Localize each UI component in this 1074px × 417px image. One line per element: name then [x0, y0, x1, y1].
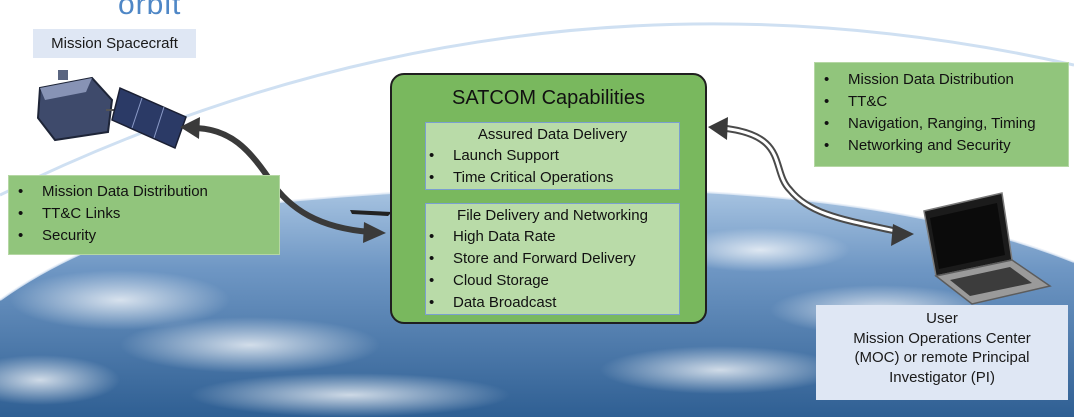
- user-line: (MOC) or remote Principal: [854, 349, 1030, 366]
- list-item: Cloud Storage: [426, 270, 679, 292]
- file-delivery-box: File Delivery and Networking High Data R…: [425, 203, 680, 315]
- user-link-arrow: [708, 117, 914, 246]
- list-item: Data Broadcast: [426, 292, 679, 314]
- laptop-icon: [923, 192, 1052, 305]
- list-item: TT&C Links: [15, 203, 273, 225]
- satcom-title: SATCOM Capabilities: [451, 87, 646, 109]
- assured-data-delivery-title: Assured Data Delivery: [477, 126, 628, 143]
- list-item: Security: [15, 225, 273, 247]
- list-item: Launch Support: [426, 145, 679, 167]
- list-item: Navigation, Ranging, Timing: [821, 113, 1062, 135]
- spacecraft-label: Mission Spacecraft: [33, 29, 196, 58]
- list-item: High Data Rate: [426, 226, 679, 248]
- user-line: Mission Operations Center: [853, 329, 1031, 347]
- satcom-capabilities-box: SATCOM Capabilities Assured Data Deliver…: [390, 73, 707, 324]
- list-item: Mission Data Distribution: [821, 69, 1062, 91]
- list-item: Mission Data Distribution: [15, 181, 273, 203]
- list-item: Networking and Security: [821, 135, 1062, 157]
- spacecraft-icon: [36, 70, 187, 150]
- orbit-label: orbit: [118, 0, 182, 21]
- ground-antenna-icon: [350, 210, 392, 216]
- spacecraft-capabilities-box: Mission Data Distribution TT&C Links Sec…: [8, 175, 280, 255]
- list-item: TT&C: [821, 91, 1062, 113]
- user-label-box: User Mission Operations Center (MOC) or …: [816, 305, 1068, 400]
- file-delivery-title: File Delivery and Networking: [457, 207, 648, 224]
- list-item: Store and Forward Delivery: [426, 248, 679, 270]
- user-capabilities-box: Mission Data Distribution TT&C Navigatio…: [814, 62, 1069, 167]
- assured-data-delivery-box: Assured Data Delivery Launch Support Tim…: [425, 122, 680, 190]
- user-line: Investigator (PI): [889, 368, 995, 386]
- list-item: Time Critical Operations: [426, 167, 679, 189]
- user-line: User: [926, 310, 958, 327]
